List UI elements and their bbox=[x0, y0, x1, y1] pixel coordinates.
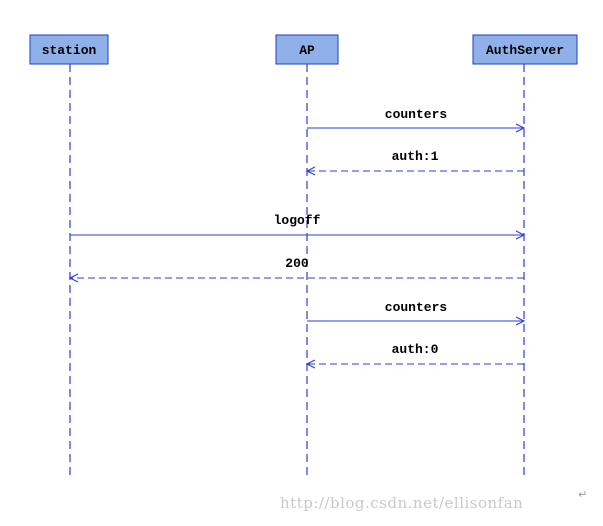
message-label: counters bbox=[385, 107, 448, 122]
message-logoff: logoff bbox=[70, 213, 526, 240]
return-mark-icon: ↵ bbox=[578, 488, 588, 501]
participant-label-station: station bbox=[42, 43, 97, 58]
message-label: logoff bbox=[274, 213, 321, 228]
watermark: http://blog.csdn.net/ellisonfan bbox=[280, 494, 524, 512]
arrow-right-icon bbox=[515, 316, 526, 326]
message-auth-1: auth:1 bbox=[305, 149, 524, 176]
arrow-left-icon bbox=[305, 166, 316, 176]
message-label: 200 bbox=[285, 256, 309, 271]
message-counters-2: counters bbox=[307, 300, 526, 326]
participant-label-ap: AP bbox=[299, 43, 315, 58]
arrow-right-icon bbox=[515, 123, 526, 133]
arrow-left-icon bbox=[305, 359, 316, 369]
message-label: auth:1 bbox=[392, 149, 439, 164]
message-label: counters bbox=[385, 300, 448, 315]
message-label: auth:0 bbox=[392, 342, 439, 357]
participant-label-authserver: AuthServer bbox=[486, 43, 564, 58]
participant-ap: AP bbox=[275, 34, 339, 65]
participant-authserver: AuthServer bbox=[472, 34, 578, 65]
participant-station: station bbox=[29, 34, 109, 65]
message-200: 200 bbox=[68, 256, 524, 283]
message-auth-0: auth:0 bbox=[305, 342, 524, 369]
message-counters-1: counters bbox=[307, 107, 526, 133]
arrow-right-icon bbox=[515, 230, 526, 240]
arrow-left-icon bbox=[68, 273, 79, 283]
